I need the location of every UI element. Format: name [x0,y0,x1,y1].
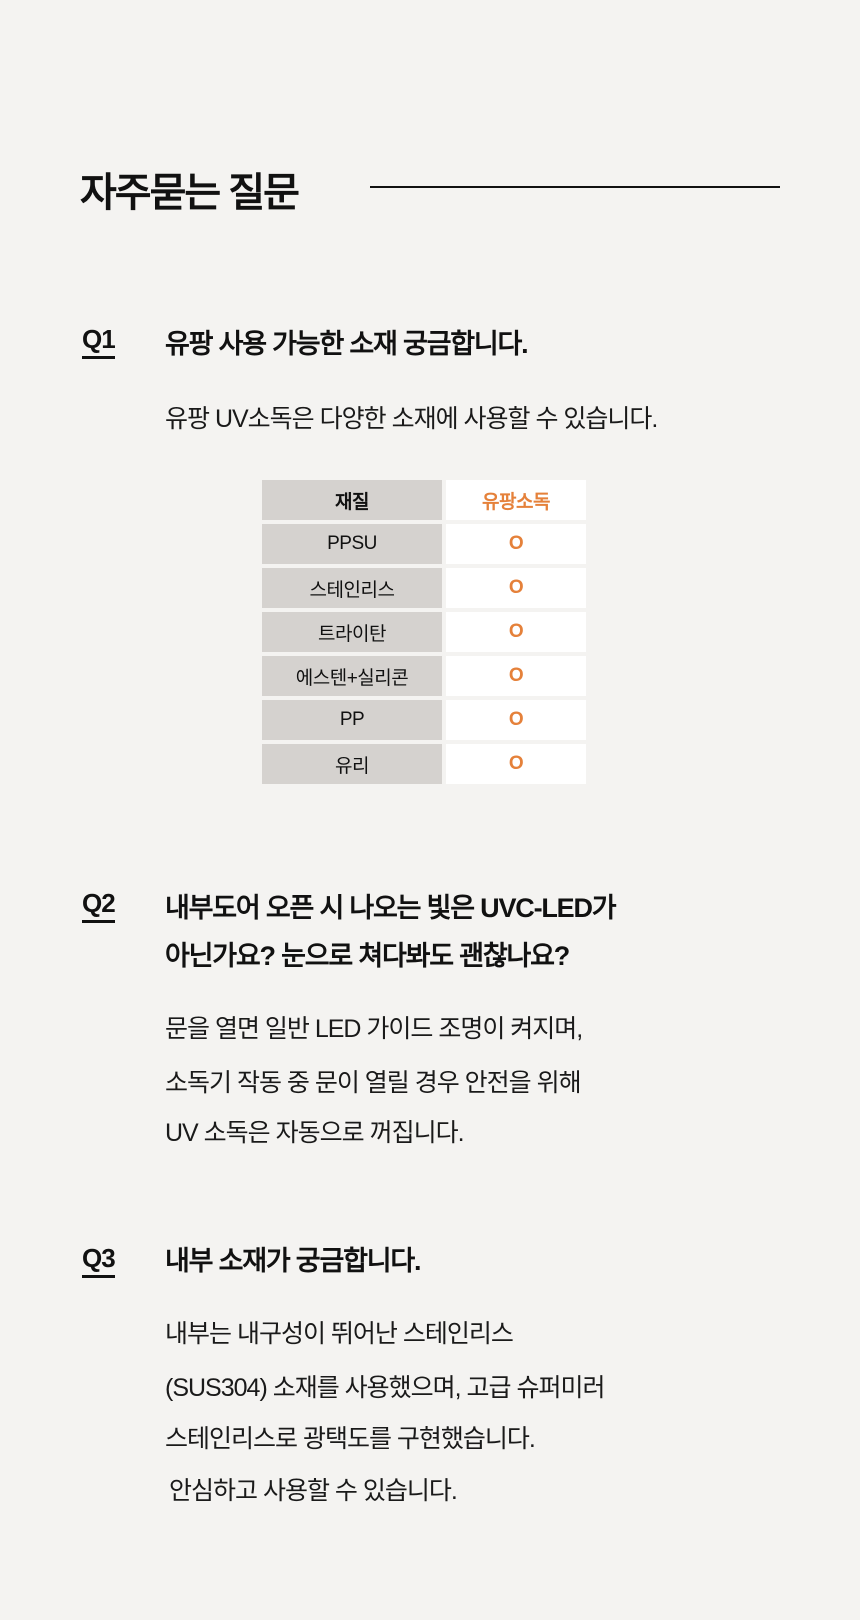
support-cell: O [446,656,586,696]
q3-answer-line3: 스테인리스로 광택도를 구현했습니다. [165,1425,536,1453]
material-cell: PP [262,700,442,740]
support-cell: O [446,700,586,740]
material-cell: 트라이탄 [262,612,442,652]
q3-answer-line4: 안심하고 사용할 수 있습니다. [169,1477,458,1505]
header-material: 재질 [262,480,442,520]
material-cell: 유리 [262,744,442,784]
support-cell: O [446,612,586,652]
q2-question-line1: 내부도어 오픈 시 나오는 빛은 UVC-LED가 [165,893,617,923]
q1-answer: 유팡 UV소독은 다양한 소재에 사용할 수 있습니다. [165,405,658,433]
q2-number: Q2 [82,888,116,923]
page-title: 자주묻는 질문 [80,171,300,215]
material-cell: 에스텐+실리콘 [262,656,442,696]
material-cell: 스테인리스 [262,568,442,608]
header-disinfection: 유팡소독 [446,480,586,520]
q3-question: 내부 소재가 궁금합니다. [165,1246,422,1276]
q2-answer-line2: 소독기 작동 중 문이 열릴 경우 안전을 위해 [165,1069,582,1097]
support-cell: O [446,568,586,608]
support-cell: O [446,524,586,564]
table-header-row: 재질 유팡소독 [262,480,586,520]
q3-answer-line2: (SUS304) 소재를 사용했으며, 고급 슈퍼미러 [165,1374,605,1402]
title-divider [370,186,780,188]
q2-answer-line1: 문을 열면 일반 LED 가이드 조명이 켜지며, [165,1015,583,1043]
q2-question-line2: 아닌가요? 눈으로 쳐다봐도 괜찮나요? [165,941,570,971]
q3-answer-line1: 내부는 내구성이 뛰어난 스테인리스 [165,1320,514,1348]
q1-number: Q1 [82,324,116,359]
support-cell: O [446,744,586,784]
q2-answer-line3: UV 소독은 자동으로 꺼집니다. [165,1119,465,1147]
q1-question: 유팡 사용 가능한 소재 궁금합니다. [165,329,529,359]
q3-number: Q3 [82,1243,116,1278]
material-cell: PPSU [262,524,442,564]
